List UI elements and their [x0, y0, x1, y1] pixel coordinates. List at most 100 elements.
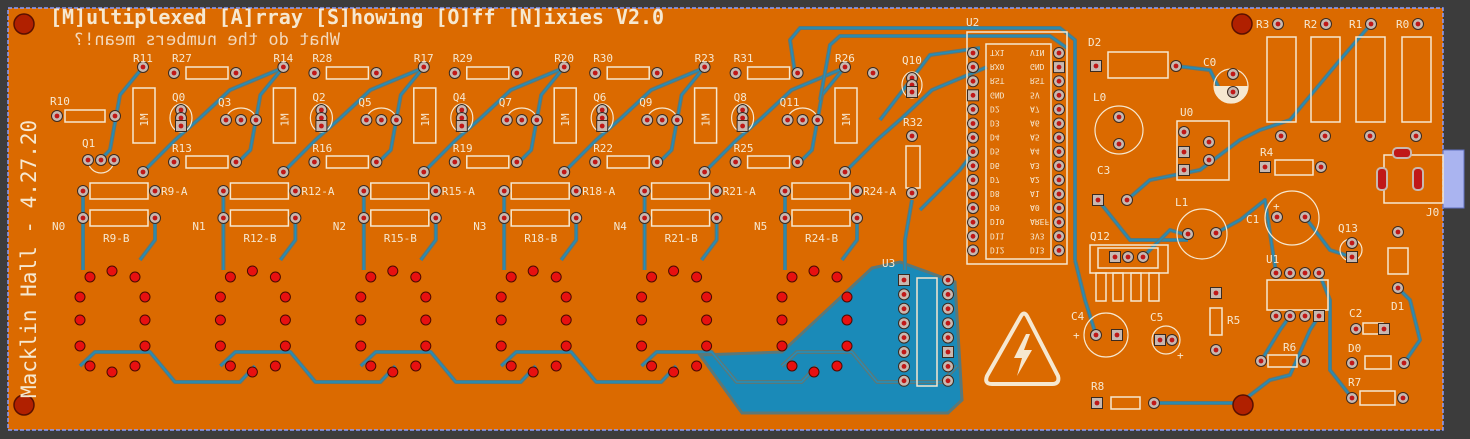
- pad-drill: [80, 188, 86, 194]
- nixie-pin-pad: [387, 265, 399, 277]
- pad-drill: [573, 215, 579, 221]
- pad-drill: [421, 169, 427, 175]
- trace: [1318, 272, 1353, 399]
- pad-drill: [1349, 395, 1355, 401]
- pad-drill: [854, 215, 860, 221]
- ref-label: A4: [1030, 147, 1040, 156]
- pad-drill: [1056, 121, 1062, 126]
- ref-label: D6: [990, 161, 1000, 170]
- ref-label: N3: [473, 220, 486, 233]
- pad-drill: [1274, 214, 1280, 220]
- ref-label: R20: [554, 52, 574, 65]
- pad-drill: [1116, 141, 1122, 147]
- ref-label: C4: [1071, 310, 1085, 323]
- ref-label: R12-A: [301, 185, 334, 198]
- ref-label: A6: [1030, 119, 1040, 128]
- ground-pour: [697, 260, 964, 415]
- pad-drill: [901, 349, 907, 355]
- ref-label: GND: [1030, 62, 1045, 71]
- pad-drill: [1400, 395, 1406, 401]
- pad-drill: [1181, 149, 1187, 155]
- plus-mark: +: [1273, 200, 1280, 213]
- nixie-pin-pad: [279, 340, 291, 352]
- pad-drill: [319, 123, 324, 129]
- pad-drill: [1301, 358, 1307, 364]
- ref-label: R28: [312, 52, 332, 65]
- pad-drill: [909, 190, 915, 196]
- ref-label: Q13: [1338, 222, 1358, 235]
- pad-drill: [970, 107, 976, 112]
- nixie-pin-pad: [410, 360, 422, 372]
- ref-label: 3V3: [1030, 231, 1045, 240]
- ref-label: R7: [1348, 376, 1361, 389]
- pad-drill: [842, 64, 848, 70]
- pad-drill: [361, 215, 367, 221]
- nixie-pin-pad: [808, 265, 820, 277]
- copper-pour-layer: [697, 260, 964, 415]
- ref-label: D7: [990, 175, 1000, 184]
- ref-label: R29: [453, 52, 473, 65]
- resistor-outline: [64, 109, 106, 123]
- pad-drill: [459, 107, 465, 113]
- pad-drill: [674, 117, 680, 123]
- pad-drill: [599, 115, 605, 121]
- ref-label: R0: [1396, 18, 1409, 31]
- ref-label: R15-A: [442, 185, 475, 198]
- pad-drill: [970, 219, 976, 225]
- nixie-pin-pad: [776, 291, 788, 303]
- pad-drill: [233, 70, 239, 76]
- trace-layer: [78, 22, 1422, 405]
- pad-drill: [152, 188, 158, 194]
- pad-drill: [970, 92, 976, 98]
- ref-label: C3: [1097, 164, 1110, 177]
- pad-drill: [281, 64, 286, 70]
- pad-drill: [642, 215, 647, 221]
- resistor-outline: [89, 209, 149, 227]
- ref-label: R31: [734, 52, 754, 65]
- nixie-pin-pad: [269, 271, 281, 283]
- pad-drill: [901, 277, 907, 283]
- pad-drill: [312, 159, 317, 165]
- trace: [420, 218, 437, 261]
- pad-drill: [1258, 358, 1264, 364]
- ref-label: U2: [966, 16, 979, 29]
- trace: [904, 199, 913, 270]
- pad-drill: [945, 364, 951, 369]
- pad-drill: [1185, 231, 1191, 237]
- nixie-pin-pad: [776, 314, 788, 326]
- pad-drill: [945, 277, 951, 283]
- ref-label: 1M: [278, 113, 291, 127]
- pad-drill: [1349, 240, 1355, 246]
- pad-drill: [1395, 229, 1401, 235]
- pad-drill: [1206, 139, 1212, 145]
- pad-drill: [514, 70, 520, 76]
- lightning-bolt-icon: [1014, 334, 1032, 376]
- pad-drill: [1056, 248, 1062, 253]
- ref-label: N2: [333, 220, 346, 233]
- pad-drill: [1181, 167, 1187, 173]
- trace: [1154, 315, 1320, 404]
- heatsink-fin: [1130, 272, 1142, 302]
- trace: [841, 218, 858, 261]
- pad-drill: [970, 233, 976, 239]
- ref-label: R25: [734, 142, 754, 155]
- pad-drill: [1413, 133, 1419, 139]
- pad-drill: [504, 117, 510, 123]
- pad-drill: [1213, 290, 1219, 296]
- pad-drill: [1316, 270, 1322, 276]
- ref-label: Q9: [639, 96, 652, 109]
- resistor-1m-outline: [132, 87, 156, 144]
- trace: [563, 66, 707, 173]
- ref-label: 1M: [138, 113, 151, 127]
- ref-label: U0: [1180, 106, 1193, 119]
- pad-drill: [1349, 254, 1355, 260]
- pad-drill: [945, 306, 951, 312]
- pad-drill: [740, 123, 745, 129]
- pad-drill: [1381, 326, 1387, 332]
- pad-drill: [519, 117, 525, 123]
- resistor-outline: [650, 209, 711, 227]
- pad-drill: [1116, 114, 1122, 120]
- ref-label: A0: [1030, 203, 1040, 212]
- pad-drill: [1367, 133, 1373, 139]
